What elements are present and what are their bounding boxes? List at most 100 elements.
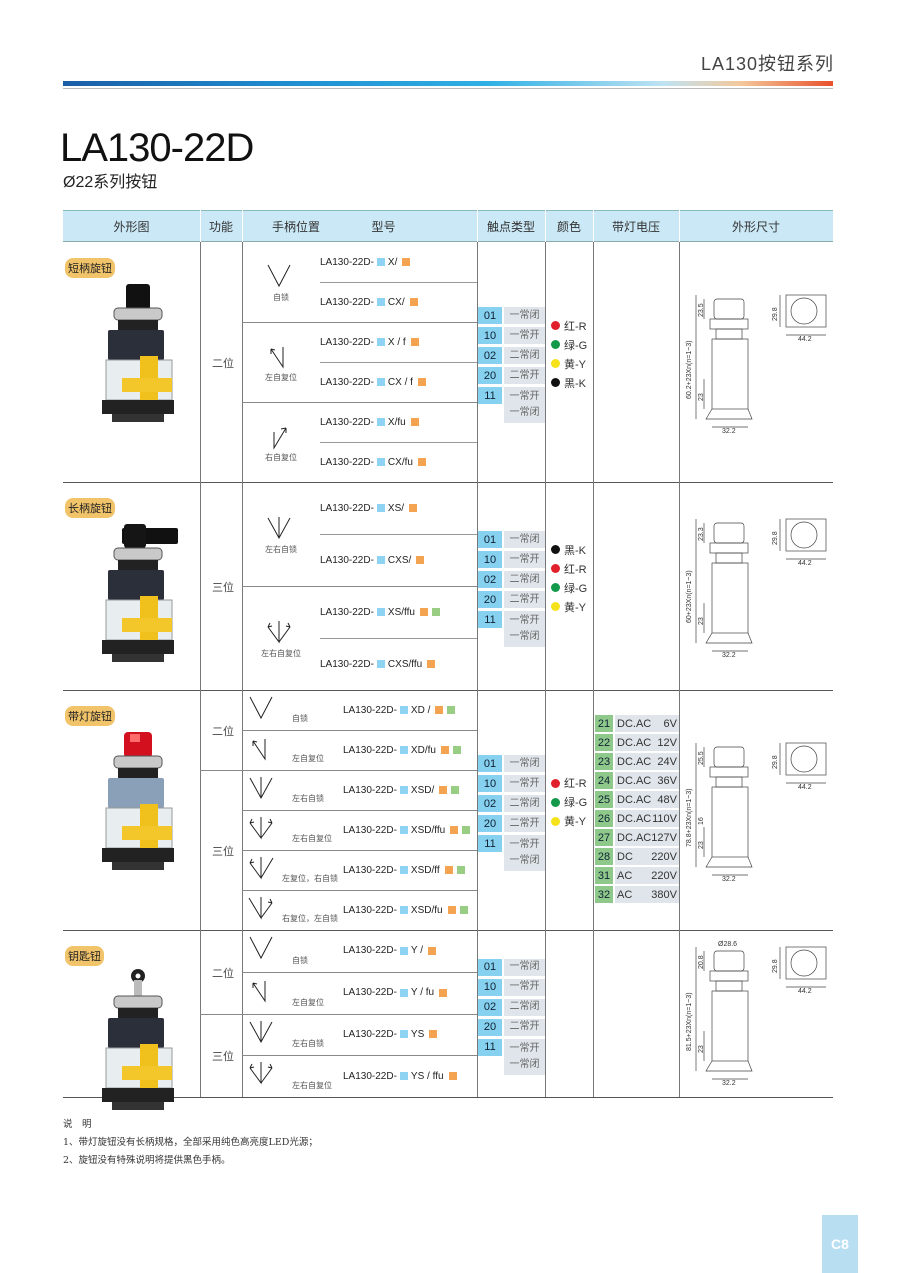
model-prefix: LA130-22D- — [343, 1028, 397, 1040]
model-prefix: LA130-22D- — [343, 864, 397, 876]
long-handle-knob-photo — [88, 520, 198, 675]
handle-position-caption: 自锁 — [273, 293, 289, 302]
model-code: XSD/ — [410, 784, 435, 796]
option-swatch-orange — [448, 1072, 457, 1081]
color-dot — [551, 778, 560, 788]
model-number: LA130-22D-X/ — [320, 255, 412, 269]
model-prefix: LA130-22D- — [343, 704, 397, 716]
handle-position-caption: 左右自复位 — [292, 834, 332, 843]
group-divider — [242, 971, 477, 973]
dimension-label: 44.2 — [798, 784, 812, 791]
model-code: XS/ — [387, 502, 405, 514]
contact-code: 02 — [478, 347, 502, 364]
three-position-return-icon — [248, 1059, 276, 1092]
color-dot — [551, 564, 560, 573]
voltage-code: 26 — [595, 810, 613, 827]
handle-position-caption: 左自复位 — [292, 997, 324, 1007]
column-divider — [200, 210, 201, 242]
contact-label: 一常闭 — [504, 958, 545, 976]
dimension-label: 23.5 — [698, 303, 705, 317]
column-divider — [679, 482, 680, 690]
short-handle-knob-photo — [88, 280, 198, 435]
right-return-icon — [266, 422, 294, 455]
voltage-type: DC.AC — [617, 812, 652, 825]
column-header: 型号 — [320, 210, 477, 242]
color-option: 黄-Y — [551, 597, 587, 616]
model-number: LA130-22D-CX/ — [320, 295, 420, 309]
option-swatch-blue — [376, 660, 385, 668]
color-option: 黑-K — [551, 373, 587, 392]
option-swatch-blue — [376, 504, 385, 512]
voltage-value: 12V — [657, 736, 677, 749]
handle-position-caption: 自锁 — [292, 955, 308, 965]
model-prefix: LA130-22D- — [343, 744, 397, 756]
handle-position-caption: 左右自复位 — [292, 1081, 332, 1090]
voltage-value: 6V — [663, 717, 677, 730]
option-swatch-blue — [376, 608, 385, 616]
option-swatch-orange — [427, 946, 436, 955]
key-switch-photo — [88, 968, 198, 1123]
section-divider — [63, 1097, 833, 1098]
column-header: 带灯电压 — [593, 210, 679, 242]
voltage-type: DC.AC — [617, 736, 652, 749]
dimension-label: 44.2 — [798, 560, 812, 567]
option-swatch-orange — [419, 608, 428, 616]
option-swatch-green — [462, 826, 471, 834]
color-option: 绿-G — [551, 793, 587, 812]
model-prefix: LA130-22D- — [320, 296, 374, 308]
option-swatch-blue — [376, 258, 385, 266]
dimension-label: 44.2 — [798, 987, 812, 995]
contact-label: 一常开 — [504, 551, 545, 568]
model-number: LA130-22D-XSD/ — [343, 783, 461, 797]
model-number: LA130-22D-XD / — [343, 703, 457, 717]
group-divider — [242, 810, 477, 811]
column-header: 颜色 — [545, 210, 593, 242]
page-title: LA130-22D — [60, 126, 254, 170]
illuminated-knob-photo — [88, 728, 198, 883]
column-divider — [477, 482, 478, 690]
group-divider — [242, 730, 477, 731]
column-divider — [593, 930, 594, 1097]
model-number: LA130-22D-CXS/ — [320, 553, 426, 567]
model-prefix: LA130-22D- — [343, 904, 397, 916]
handle-position-caption: 左自复位 — [292, 754, 324, 763]
voltage-value: 127V — [651, 831, 677, 844]
option-swatch-orange — [450, 826, 459, 834]
model-number: LA130-22D-XSD/ff — [343, 863, 467, 877]
contact-label: 一常开 — [504, 327, 545, 344]
group-divider — [242, 850, 477, 851]
self-lock-icon — [248, 694, 276, 727]
handle-position-caption: 左右自锁 — [292, 794, 324, 803]
voltage-code: 23 — [595, 753, 613, 770]
option-swatch-orange — [402, 258, 411, 266]
column-divider — [679, 690, 680, 930]
contact-label: 一常开 一常闭 — [504, 1038, 545, 1075]
dimension-label: 29.8 — [772, 958, 779, 973]
color-label: 黑-K — [564, 377, 586, 390]
option-swatch-blue — [399, 988, 408, 997]
handle-position-caption: 左右自锁 — [265, 545, 297, 554]
note-item: 2、旋钮没有特殊说明将提供黑色手柄。 — [63, 1155, 231, 1166]
column-divider — [200, 690, 201, 930]
contact-code: 10 — [478, 775, 502, 792]
section-divider — [63, 690, 833, 691]
function-label: 二位 — [212, 358, 234, 370]
model-prefix: LA130-22D- — [320, 456, 374, 468]
model-code: Y / — [410, 945, 423, 957]
group-divider — [242, 1055, 477, 1057]
